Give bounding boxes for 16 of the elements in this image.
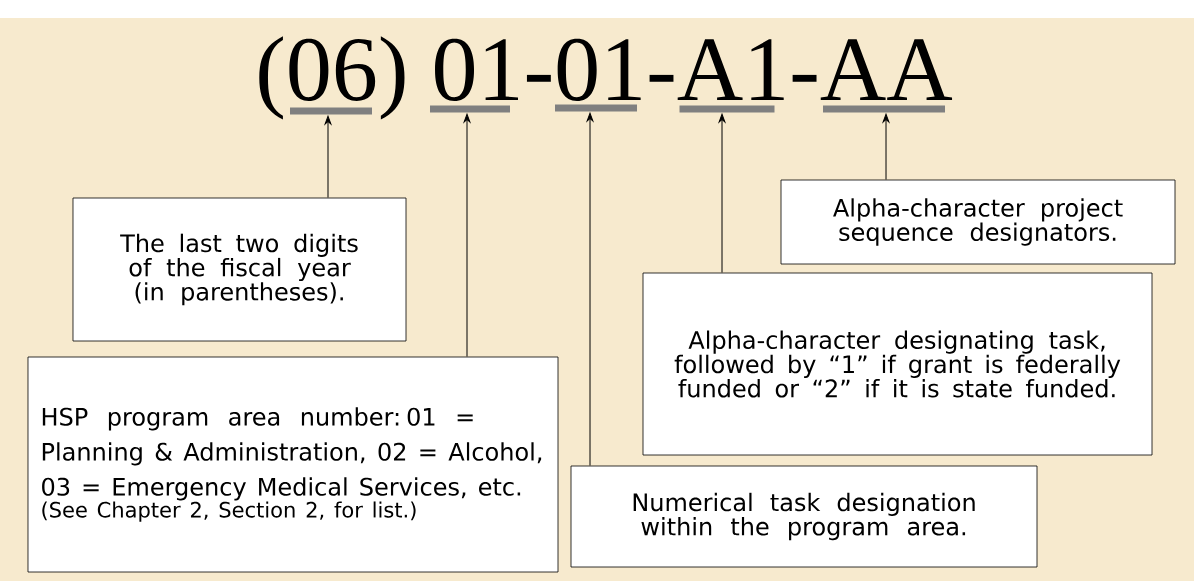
arrow <box>463 113 471 358</box>
text-box: The last two digits of the fiscal year (in parentheses). <box>72 197 407 342</box>
code-heading: (06) 01-01-A1-AA <box>259 36 953 120</box>
arrow <box>882 113 890 181</box>
underline-bar <box>823 105 945 113</box>
text-box: Numerical task designation within the program area. <box>570 465 1038 568</box>
arrow <box>586 112 594 467</box>
underline-bar <box>555 104 637 112</box>
underline-bar <box>290 107 372 115</box>
text-box: HSP program area number: 01 = Planning & Administration, 02 = Alcohol, 03 = Emergency Medical Services, etc. (See Chapter 2, Section 2, for list.) <box>27 356 559 573</box>
arrow <box>324 115 332 199</box>
arrow <box>718 113 726 274</box>
underline-bar <box>430 105 510 113</box>
underline-bar <box>679 105 775 113</box>
text-box: Alpha-character designating task, followed by “1” if grant is federally funded or “2” if it is state funded. <box>642 272 1153 456</box>
text-box: Alpha-character project sequence designators. <box>780 179 1176 265</box>
